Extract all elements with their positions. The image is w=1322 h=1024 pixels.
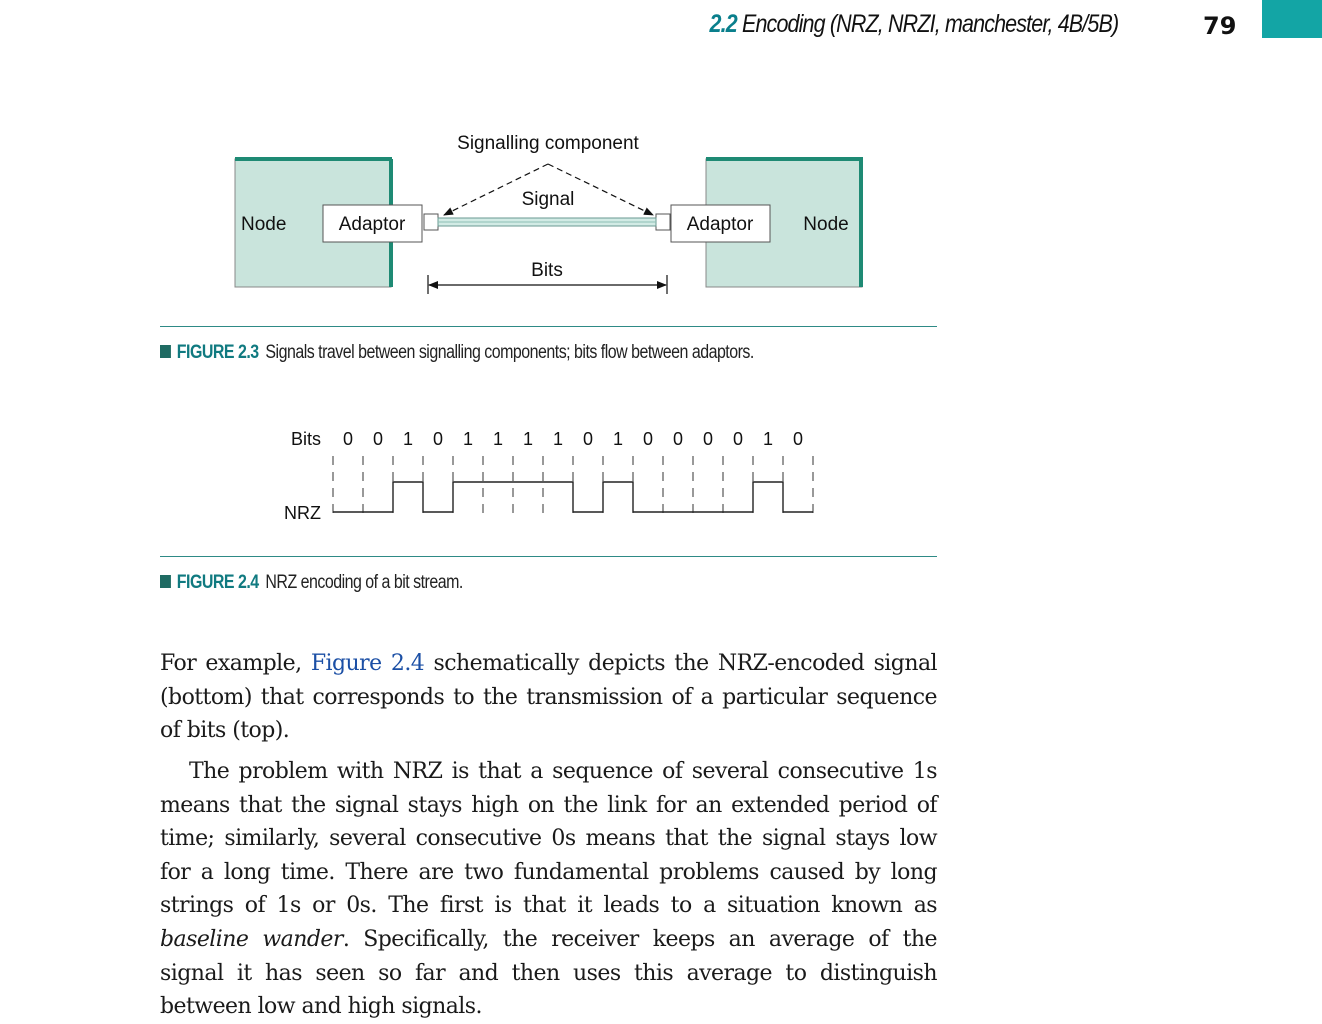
text-run: For example, bbox=[160, 651, 311, 676]
section-title: Encoding (NRZ, NRZI, manchester, 4B/5B) bbox=[741, 10, 1119, 38]
figure-2-3: Node Adaptor Adaptor Node Signalling com… bbox=[234, 133, 863, 294]
bit-label: 0 bbox=[433, 429, 443, 449]
text-run: schematically depicts the NRZ-encoded si… bbox=[160, 651, 938, 744]
caption-marker bbox=[160, 575, 171, 588]
link-cable bbox=[437, 217, 657, 227]
caption-text: Signals travel between signalling compon… bbox=[265, 342, 754, 363]
bit-label: 0 bbox=[343, 429, 353, 449]
bit-label: 0 bbox=[373, 429, 383, 449]
emphasis-term: baseline wander bbox=[160, 926, 343, 952]
figure-reference-link[interactable]: Figure 2.4 bbox=[310, 651, 425, 676]
text-run: The problem with NRZ is that a sequence … bbox=[160, 759, 938, 919]
section-number: 2.2 bbox=[709, 10, 737, 38]
caption-label: FIGURE 2.4 bbox=[176, 572, 259, 593]
right-adaptor-box bbox=[670, 204, 771, 243]
left-adaptor-box bbox=[322, 204, 423, 243]
figure-rule bbox=[160, 556, 937, 557]
caption-text: NRZ encoding of a bit stream. bbox=[265, 572, 463, 593]
signal-label: Signal bbox=[522, 189, 575, 210]
bits-row-label: Bits bbox=[291, 429, 321, 449]
paragraph-1: For example, Figure 2.4 schematically de… bbox=[160, 647, 938, 748]
bit-label: 1 bbox=[493, 429, 503, 449]
caption-marker bbox=[160, 345, 171, 358]
caption-label: FIGURE 2.3 bbox=[176, 342, 259, 363]
bit-label: 1 bbox=[613, 429, 623, 449]
bit-label: 1 bbox=[403, 429, 413, 449]
bit-label: 0 bbox=[673, 429, 683, 449]
bit-label: 0 bbox=[793, 429, 803, 449]
figure-2-4-caption: FIGURE 2.4 NRZ encoding of a bit stream. bbox=[160, 572, 463, 594]
right-node-label: Node bbox=[803, 214, 848, 235]
paragraph-2: The problem with NRZ is that a sequence … bbox=[160, 755, 938, 1024]
nrz-row-label: NRZ bbox=[284, 503, 321, 523]
left-adaptor-label: Adaptor bbox=[339, 214, 406, 235]
signalling-component-label: Signalling component bbox=[457, 133, 639, 154]
corner-tab bbox=[1262, 0, 1322, 38]
page-number: 79 bbox=[1203, 12, 1237, 40]
bit-label: 1 bbox=[763, 429, 773, 449]
bits-label: Bits bbox=[531, 260, 563, 281]
bit-label: 1 bbox=[463, 429, 473, 449]
bit-label: 0 bbox=[583, 429, 593, 449]
bit-label: 0 bbox=[643, 429, 653, 449]
figure-2-3-caption: FIGURE 2.3 Signals travel between signall… bbox=[160, 342, 754, 364]
running-header: 2.2 Encoding (NRZ, NRZI, manchester, 4B/… bbox=[709, 10, 1119, 39]
bit-label: 0 bbox=[733, 429, 743, 449]
right-adaptor-label: Adaptor bbox=[687, 214, 754, 235]
nrz-waveform bbox=[333, 481, 813, 513]
bit-label: 0 bbox=[703, 429, 713, 449]
bit-label: 1 bbox=[553, 429, 563, 449]
bit-label: 1 bbox=[523, 429, 533, 449]
left-node-label: Node bbox=[241, 214, 286, 235]
figure-rule bbox=[160, 326, 937, 327]
